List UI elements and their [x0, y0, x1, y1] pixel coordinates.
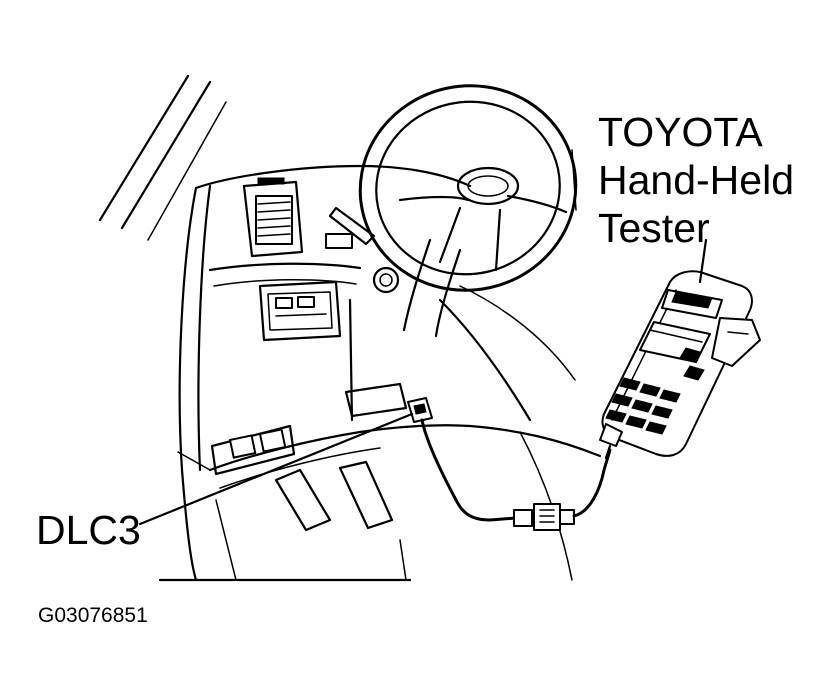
control-panel — [258, 280, 342, 342]
tester-label: TOYOTA Hand-Held Tester — [598, 108, 794, 252]
dlc3-connector — [407, 397, 458, 502]
steering-column — [328, 206, 462, 338]
dlc3-label: DLC3 — [36, 507, 141, 553]
tester-label-line3: Tester — [598, 205, 710, 251]
dash-switch — [325, 233, 353, 249]
dlc3-leader-line — [138, 412, 414, 526]
tester-leader-line — [698, 238, 708, 284]
dash-opening — [344, 382, 408, 418]
air-vent — [242, 177, 304, 258]
tester-label-line2: Hand-Held — [598, 157, 794, 203]
tester-label-line1: TOYOTA — [598, 109, 763, 155]
steering-wheel — [358, 84, 578, 292]
figure-code: G03076851 — [38, 604, 148, 627]
dashboard-body — [194, 164, 602, 489]
hand-held-tester — [599, 270, 761, 460]
dash-edge-line — [571, 149, 577, 211]
windshield-pillar — [98, 74, 227, 241]
door-frame — [177, 184, 212, 582]
pedal-area — [158, 431, 573, 582]
lower-switch-panel — [210, 424, 296, 476]
tester-cable — [454, 448, 612, 531]
